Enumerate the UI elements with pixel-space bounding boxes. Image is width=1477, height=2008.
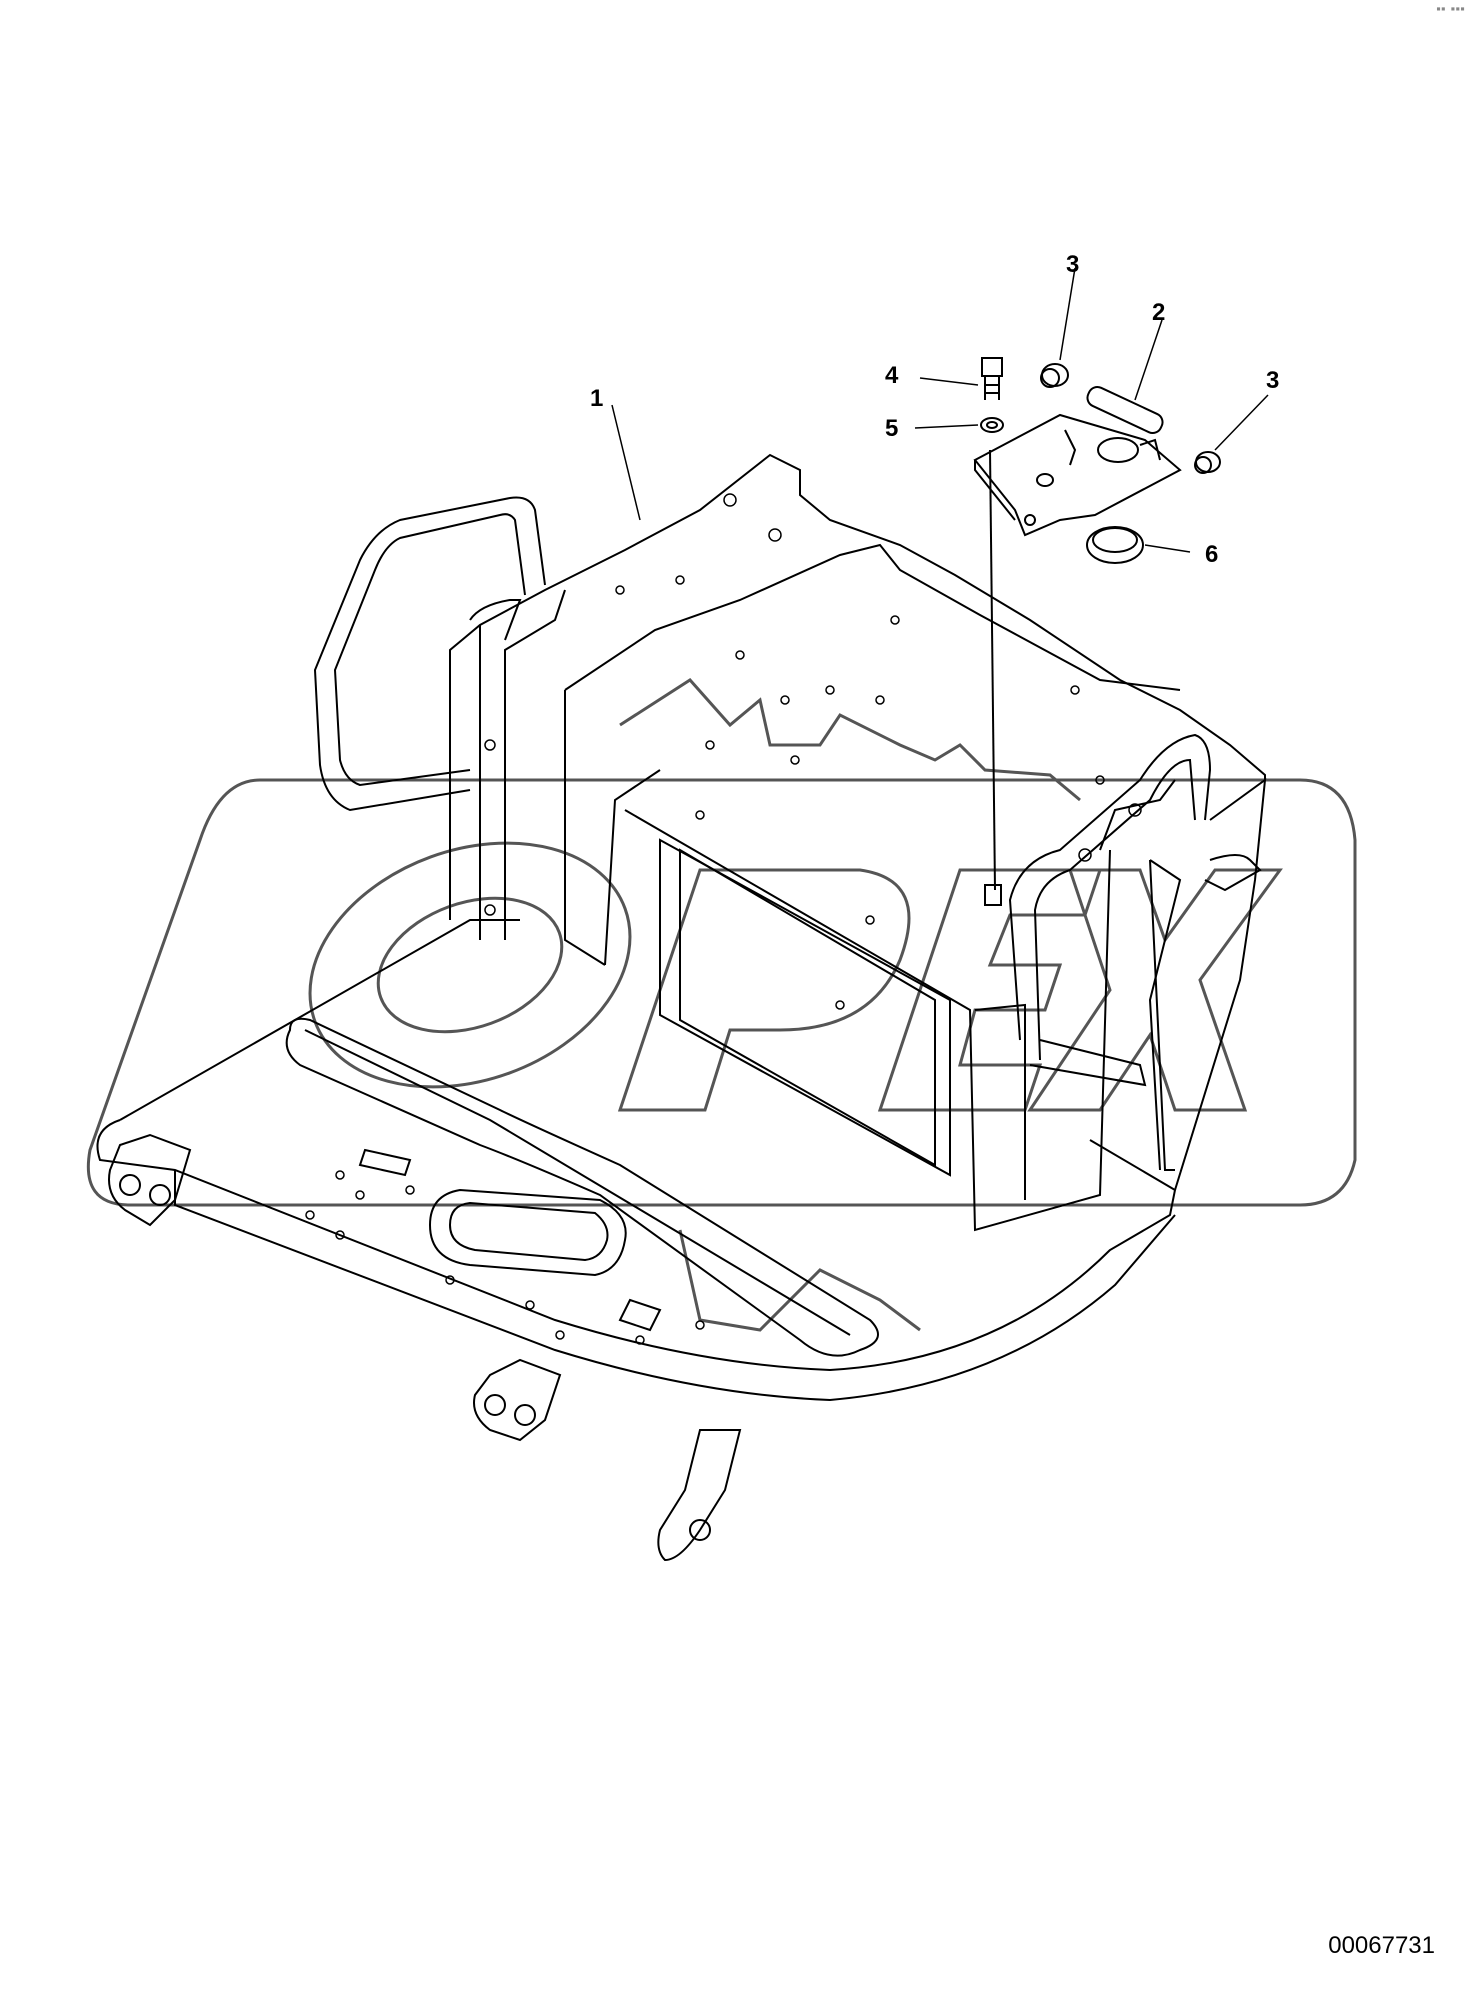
- part-4-bolt: [981, 357, 1003, 400]
- mounting-holes: [305, 493, 1142, 1345]
- callout-5: 5: [885, 415, 898, 442]
- opex-watermark: [86, 678, 1357, 1332]
- part-3-cap-left: [1040, 363, 1069, 388]
- callout-4: 4: [885, 362, 899, 389]
- corner-mark: ▪▪ ▪▪▪: [1436, 4, 1465, 13]
- vertical-rod: [984, 449, 1002, 906]
- frame-assembly: [96, 453, 1267, 1562]
- callout-1: 1: [590, 385, 603, 412]
- callout-3-left: 3: [1066, 251, 1079, 278]
- callout-3-right: 3: [1266, 367, 1279, 394]
- callout-2: 2: [1152, 299, 1165, 326]
- part-6-grommet: [1086, 526, 1144, 564]
- part-5-washer: [980, 417, 1004, 433]
- callout-6: 6: [1205, 541, 1218, 568]
- part-2-bracket-assembly: [973, 385, 1182, 537]
- part-3-cap-right: [1194, 451, 1221, 474]
- document-number: 00067731: [1328, 1932, 1435, 1959]
- leader-lines: [611, 267, 1269, 553]
